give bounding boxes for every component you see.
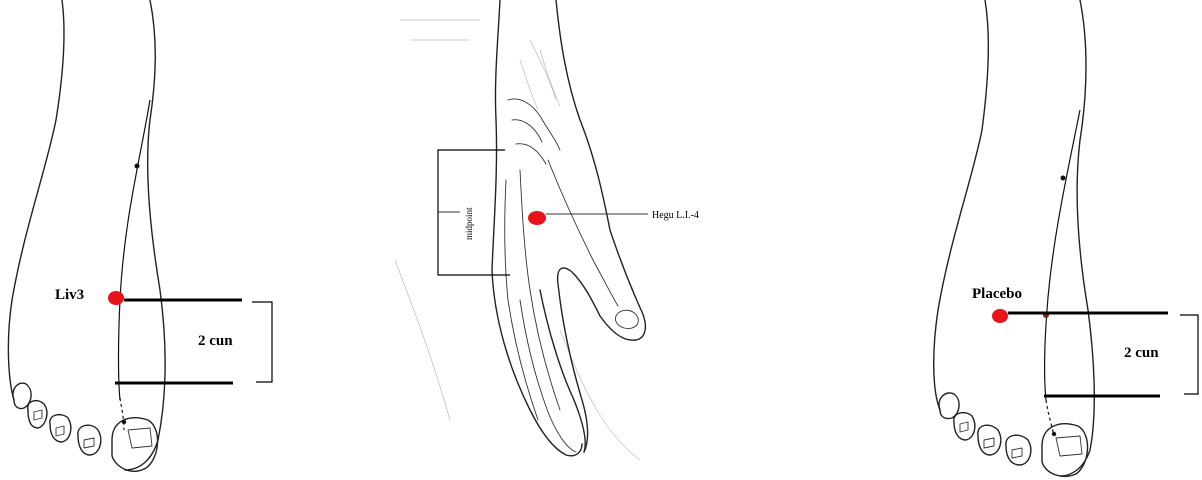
hand-wrist-shading <box>520 40 560 110</box>
hand: midpoint Hegu L.I.-4 <box>395 0 699 460</box>
right-big-toenail <box>1056 436 1082 456</box>
right-meridian-dot <box>1061 176 1066 181</box>
left-toe-4 <box>28 401 47 428</box>
left-toe-2 <box>78 425 101 455</box>
right-toe-2 <box>1006 435 1031 465</box>
left-foot-outline-lateral <box>8 0 64 400</box>
hand-carpal-bones <box>508 99 560 164</box>
right-meridian <box>1045 110 1080 400</box>
right-distance-label: 2 cun <box>1124 345 1159 361</box>
right-acupoint-placebo <box>992 309 1008 323</box>
hand-point-label: Hegu L.I.-4 <box>652 210 699 221</box>
hand-outline-radial <box>556 0 645 452</box>
right-foot: Placebo 2 cun <box>934 0 1198 476</box>
left-distance-bracket <box>252 302 272 382</box>
left-foot: Liv3 2 cun <box>8 0 272 471</box>
left-foot-outline-medial <box>125 0 165 470</box>
right-toe-4 <box>954 413 975 440</box>
hand-acupoint-hegu <box>528 211 546 225</box>
right-distance-bracket <box>1180 315 1198 394</box>
right-toenail-3 <box>984 438 994 448</box>
right-meridian-dot-toe <box>1052 432 1056 436</box>
right-point-label: Placebo <box>972 286 1022 302</box>
right-foot-outline-medial <box>1060 0 1094 476</box>
left-toe-3 <box>50 415 71 442</box>
left-toenail-4 <box>34 410 42 420</box>
left-liver-meridian <box>119 100 151 400</box>
right-toe-3 <box>978 425 1001 455</box>
left-meridian-dot <box>135 164 140 169</box>
left-point-label: Liv3 <box>55 287 84 303</box>
hand-midpoint-label: midpoint <box>464 207 474 240</box>
left-distance-label: 2 cun <box>198 333 233 349</box>
left-acupoint-liv3 <box>108 291 124 305</box>
left-meridian-toe-segment <box>120 398 124 430</box>
right-big-toe <box>1042 424 1088 477</box>
right-foot-outline-lateral <box>934 0 989 410</box>
left-big-toenail <box>128 428 152 448</box>
hand-thumbnail <box>615 310 638 328</box>
right-toenail-2 <box>1012 448 1022 458</box>
right-toenail-4 <box>960 422 968 432</box>
left-toenail-3 <box>56 426 64 436</box>
left-meridian-dot-toe <box>122 420 126 424</box>
left-toenail-2 <box>84 438 94 448</box>
hand-background-sketch <box>395 20 640 460</box>
left-big-toe <box>112 418 158 471</box>
